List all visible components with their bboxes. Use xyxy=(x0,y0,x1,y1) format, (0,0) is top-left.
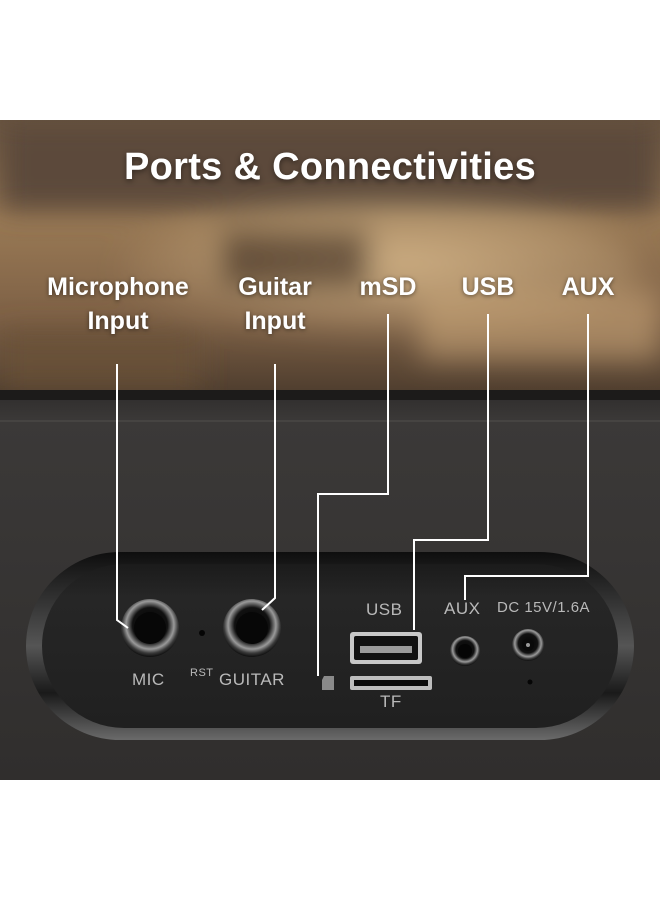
callout-microphone-line2: Input xyxy=(87,307,149,335)
callout-line-mic xyxy=(116,364,129,629)
port-panel xyxy=(42,564,618,728)
callout-aux: AUX xyxy=(561,273,615,301)
label-tf: TF xyxy=(380,692,402,711)
callout-line-msd xyxy=(317,314,389,676)
callout-microphone-line1: Microphone xyxy=(47,273,189,301)
speaker-seam xyxy=(0,420,660,422)
label-dc: DC 15V/1.6A xyxy=(497,599,591,616)
callout-usb: USB xyxy=(461,273,515,301)
label-aux: AUX xyxy=(444,599,481,618)
speaker-illustration xyxy=(0,120,660,780)
sd-card-icon xyxy=(322,676,334,690)
speaker-top-edge xyxy=(0,390,660,400)
callout-guitar-input: Guitar Input xyxy=(225,270,325,338)
indicator-led xyxy=(527,679,533,685)
label-guitar: GUITAR xyxy=(219,670,285,689)
product-photo: Ports & Connectivities Microphone Input … xyxy=(0,120,660,780)
page-title: Ports & Connectivities xyxy=(123,146,537,188)
callout-lines xyxy=(116,314,589,676)
callout-msd: mSD xyxy=(359,273,417,301)
callout-microphone-input: Microphone Input xyxy=(38,270,198,338)
callout-guitar-line2: Input xyxy=(244,307,306,335)
label-mic: MIC xyxy=(132,670,165,689)
callout-guitar-line1: Guitar xyxy=(238,273,312,301)
reset-hole xyxy=(199,630,205,636)
label-usb: USB xyxy=(366,600,403,619)
callout-line-usb xyxy=(413,314,489,630)
label-rst: RST xyxy=(190,667,214,679)
callout-line-guitar xyxy=(261,364,276,611)
callout-line-aux xyxy=(464,314,589,600)
background-blur-shapes xyxy=(0,120,660,390)
